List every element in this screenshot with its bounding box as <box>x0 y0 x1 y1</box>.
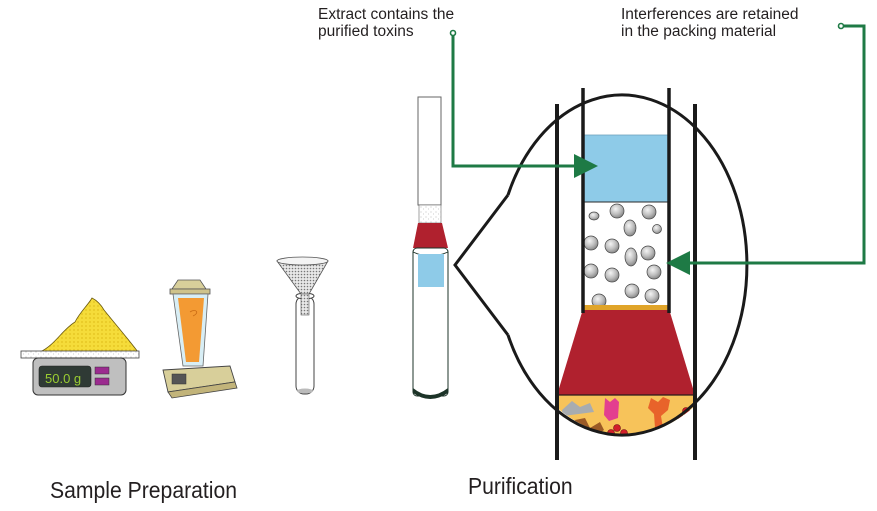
callout-extract-line1: Extract contains the <box>318 6 455 23</box>
purified-extract-zone <box>582 134 670 203</box>
callout-extract-line2: purified toxins <box>318 23 414 41</box>
callout-interferences-line2: in the packing material <box>621 23 777 41</box>
callout-arrows <box>449 22 866 275</box>
funnel-tube-illustration <box>276 256 329 395</box>
callout-interferences-line1: Interferences are retained <box>621 6 799 23</box>
extract-arrow <box>451 36 598 178</box>
blender-illustration <box>162 279 238 399</box>
weighing-scale-illustration: 50.0 g <box>20 297 140 396</box>
funnel-cone <box>276 260 329 295</box>
packing-material-beads <box>583 203 662 309</box>
section-label-sample-preparation: Sample Preparation <box>50 477 238 503</box>
scale-display-value: 50.0 g <box>45 371 81 386</box>
cartridge-reservoir <box>417 96 442 206</box>
magnification-oval-fill <box>500 95 750 435</box>
sorbent-bed <box>557 309 695 395</box>
interferences-arrow <box>666 24 866 275</box>
magnification-outline <box>506 93 749 437</box>
sample-powder-pile <box>39 297 139 353</box>
interference-gray <box>562 401 594 416</box>
spe-cartridge-illustration <box>412 96 449 399</box>
cartridge-packing <box>418 204 442 224</box>
blender-lid <box>171 279 207 290</box>
blender-keypad <box>171 373 187 385</box>
extract-arrow-anchor <box>449 29 457 37</box>
scale-button-top <box>94 366 110 375</box>
scale-display <box>38 365 92 388</box>
scale-pan <box>20 350 140 359</box>
collected-extract <box>418 254 444 287</box>
cartridge-sorbent <box>413 223 448 248</box>
blender-contents <box>178 298 204 362</box>
scale-button-bottom <box>94 377 110 386</box>
interference-teal <box>628 434 654 435</box>
callout-extract: Extract contains the purified toxins <box>318 6 454 41</box>
interference-orange <box>648 397 670 428</box>
magnified-column-view <box>453 88 750 460</box>
section-label-purification: Purification <box>468 473 573 499</box>
magnification-pointer <box>453 194 510 336</box>
interferences-arrow-anchor <box>837 22 845 30</box>
interference-pink <box>604 398 619 421</box>
callout-interferences: Interferences are retained in the packin… <box>621 6 799 41</box>
funnel-stem <box>300 293 310 316</box>
frit <box>583 305 669 310</box>
